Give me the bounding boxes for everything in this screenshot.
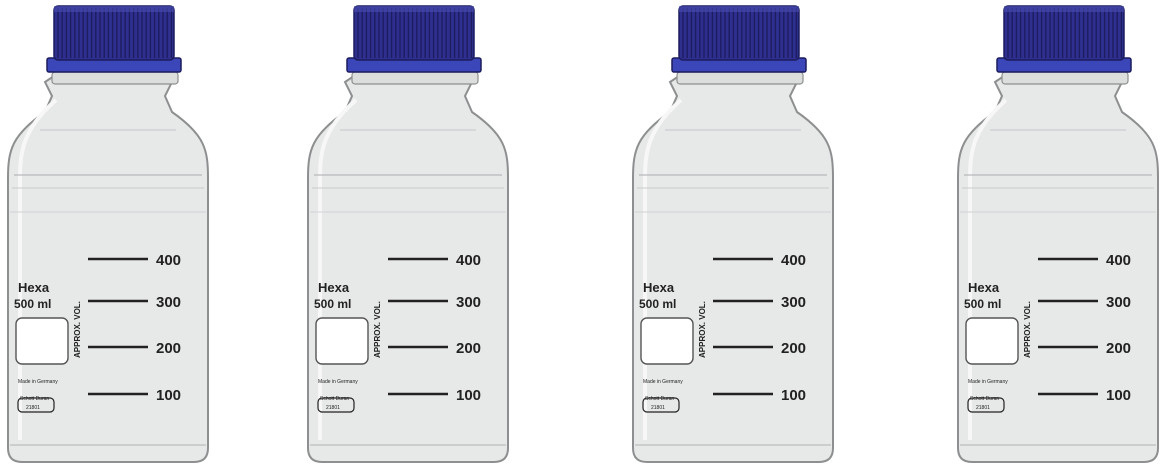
writing-patch [15,317,69,365]
glass-highlight [318,98,358,440]
graduation-label: 300 [1106,294,1131,311]
glass-highlight [18,98,58,440]
graduation-label: 400 [156,252,181,269]
origin-label: Made in Germany [318,379,358,385]
bottle-1: 400 300 200 100 Hexa 500 ml APPROX. VOL. Made i… [7,5,209,463]
graduation-label: 100 [1106,387,1131,404]
cap-rim-highlight [354,6,474,12]
neck-ring [51,71,179,85]
graduation-label: 400 [781,252,806,269]
code-box [967,397,1005,413]
code-value: 21801 [326,405,340,411]
writing-patch [640,317,694,365]
blue-screw-cap [996,5,1132,73]
bottle-3: 400 300 200 100 Hexa 500 ml APPROX. VOL. Made i… [632,5,834,463]
blue-screw-cap [346,5,482,73]
code-box [642,397,680,413]
writing-patch [315,317,369,365]
approx-vol-label: APPROX. VOL. [1023,301,1032,358]
code-value: 21801 [26,405,40,411]
origin-label: Made in Germany [18,379,58,385]
graduation-label: 300 [156,294,181,311]
graduation-label: 200 [781,340,806,357]
glass-highlight [968,98,1008,440]
code-box [17,397,55,413]
graduation-label: 200 [456,340,481,357]
cap-rim-highlight [54,6,174,12]
volume-label: 500 ml [14,297,51,311]
code-value: 21801 [651,405,665,411]
neck-ring [1001,71,1129,85]
graduation-label: 400 [456,252,481,269]
writing-patch [965,317,1019,365]
volume-label: 500 ml [639,297,676,311]
volume-label: 500 ml [964,297,1001,311]
cap-rim-highlight [1004,6,1124,12]
brand-label: Hexa [968,280,1000,295]
code-value: 21801 [976,405,990,411]
neck-ring [676,71,804,85]
brand-label: Hexa [318,280,350,295]
bottle-4: 400 300 200 100 Hexa 500 ml APPROX. VOL. Made i… [957,5,1159,463]
blue-screw-cap [671,5,807,73]
blue-screw-cap [46,5,182,73]
code-label: Schott Duran [20,396,49,402]
approx-vol-label: APPROX. VOL. [698,301,707,358]
cap-top [353,5,475,61]
cap-top [1003,5,1125,61]
cap-rim-highlight [679,6,799,12]
cap-top [53,5,175,61]
neck-ring [351,71,479,85]
origin-label: Made in Germany [643,379,683,385]
brand-label: Hexa [643,280,675,295]
cap-top [678,5,800,61]
code-label: Schott Duran [320,396,349,402]
graduation-label: 100 [156,387,181,404]
graduation-label: 100 [456,387,481,404]
approx-vol-label: APPROX. VOL. [373,301,382,358]
code-label: Schott Duran [645,396,674,402]
origin-label: Made in Germany [968,379,1008,385]
volume-label: 500 ml [314,297,351,311]
code-label: Schott Duran [970,396,999,402]
graduation-label: 100 [781,387,806,404]
approx-vol-label: APPROX. VOL. [73,301,82,358]
bottle-2: 400 300 200 100 Hexa 500 ml APPROX. VOL. Made i… [307,5,509,463]
brand-label: Hexa [18,280,50,295]
graduation-label: 300 [781,294,806,311]
glass-highlight [643,98,683,440]
graduation-label: 200 [1106,340,1131,357]
graduation-label: 300 [456,294,481,311]
graduation-label: 400 [1106,252,1131,269]
graduation-label: 200 [156,340,181,357]
code-box [317,397,355,413]
